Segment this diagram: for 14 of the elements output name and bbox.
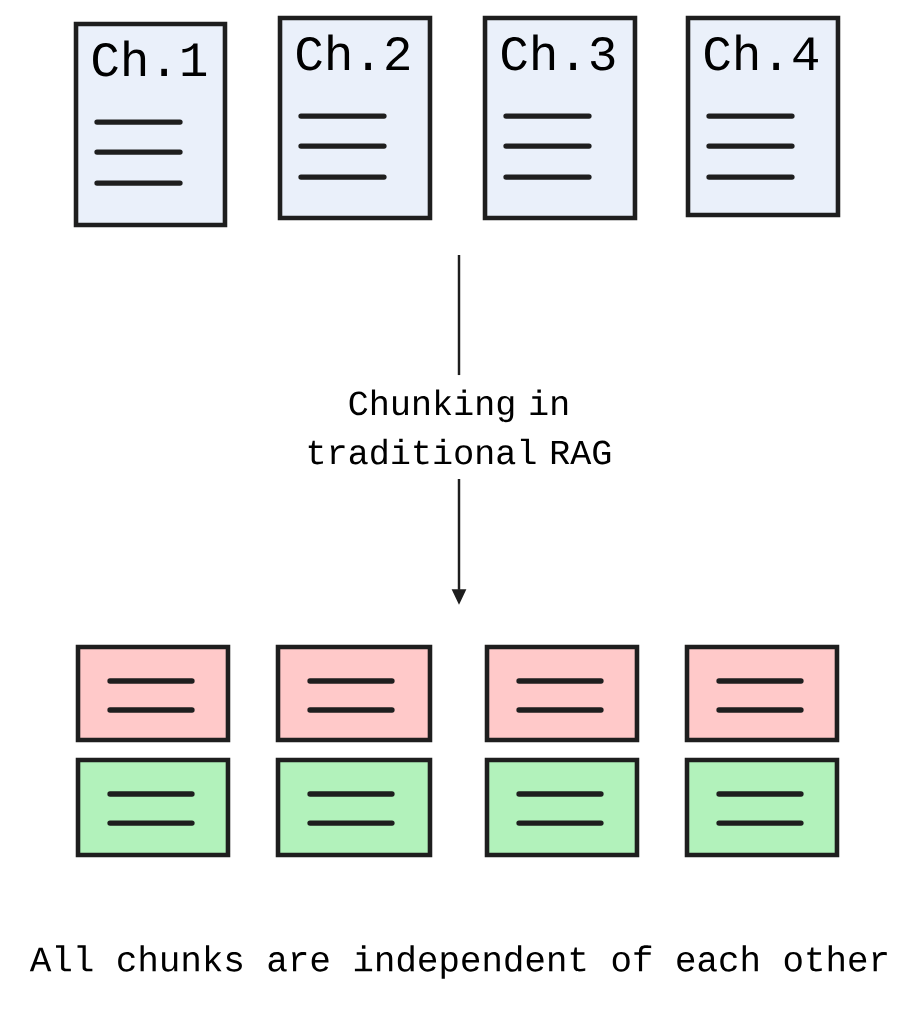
arrow-label: Chunking in traditional RAG [308, 389, 611, 465]
chunk-box [75, 757, 231, 858]
document-box: Ch.4 [685, 15, 841, 218]
chunk-box [75, 644, 231, 743]
document-box: Ch.2 [277, 15, 433, 221]
chunk-box [484, 757, 640, 858]
caption-text: All chunks are independent of each other [29, 945, 887, 979]
chunk-box [684, 757, 840, 858]
document-box: Ch.3 [482, 15, 638, 221]
document-box: Ch.1 [73, 21, 228, 228]
chunk-box [684, 644, 840, 743]
chunk-box [275, 644, 433, 743]
chunk-box [484, 644, 640, 743]
chunk-box [275, 757, 433, 858]
